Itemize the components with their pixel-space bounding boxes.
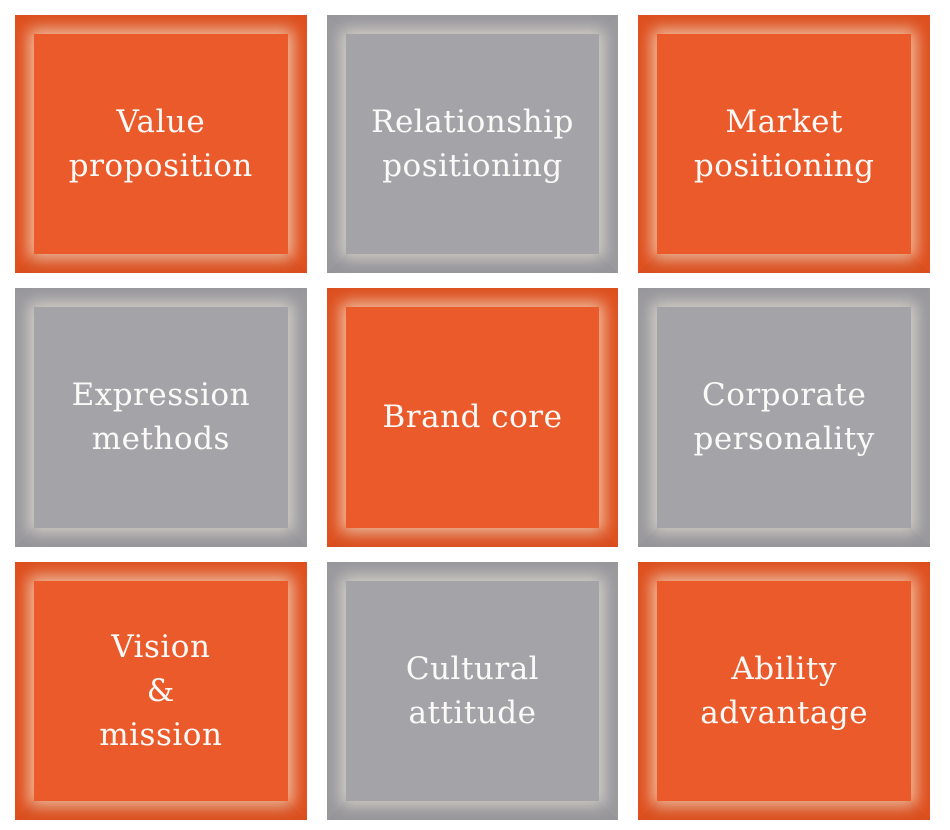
matrix-cell-label: Cultural attitude bbox=[405, 650, 540, 731]
cell-brand-core: Brand core bbox=[326, 288, 619, 547]
matrix-cell-face: Corporate personality bbox=[657, 307, 911, 528]
matrix-cell-face: Expression methods bbox=[34, 307, 288, 528]
matrix-cell-label: Ability advantage bbox=[700, 650, 869, 731]
matrix-cell-face: Brand core bbox=[345, 307, 600, 528]
cell-ability-advantage: Ability advantage bbox=[638, 561, 930, 820]
matrix-cell-label: Expression methods bbox=[71, 377, 251, 458]
matrix-cell-label: Brand core bbox=[382, 399, 563, 436]
matrix-cell-face: Cultural attitude bbox=[345, 580, 600, 801]
matrix-cell-label: Value proposition bbox=[68, 104, 253, 185]
cell-expression-methods: Expression methods bbox=[15, 288, 307, 547]
matrix-cell-label: Market positioning bbox=[693, 104, 875, 185]
matrix-cell-face: Vision & mission bbox=[34, 580, 288, 801]
matrix-cell-face: Value proposition bbox=[34, 34, 288, 255]
cell-value-proposition: Value proposition bbox=[15, 15, 307, 274]
matrix-cell-face: Ability advantage bbox=[657, 580, 911, 801]
cell-corporate-personality: Corporate personality bbox=[638, 288, 930, 547]
matrix-cell-face: Market positioning bbox=[657, 34, 911, 255]
cell-market-positioning: Market positioning bbox=[638, 15, 930, 274]
matrix-cell-label: Vision & mission bbox=[99, 628, 223, 753]
cell-vision-mission: Vision & mission bbox=[15, 561, 307, 820]
cell-relationship-positioning: Relationship positioning bbox=[326, 15, 619, 274]
cell-cultural-attitude: Cultural attitude bbox=[326, 561, 619, 820]
matrix-cell-face: Relationship positioning bbox=[345, 34, 600, 255]
matrix-cell-label: Relationship positioning bbox=[371, 104, 574, 185]
matrix-cell-label: Corporate personality bbox=[693, 377, 875, 458]
